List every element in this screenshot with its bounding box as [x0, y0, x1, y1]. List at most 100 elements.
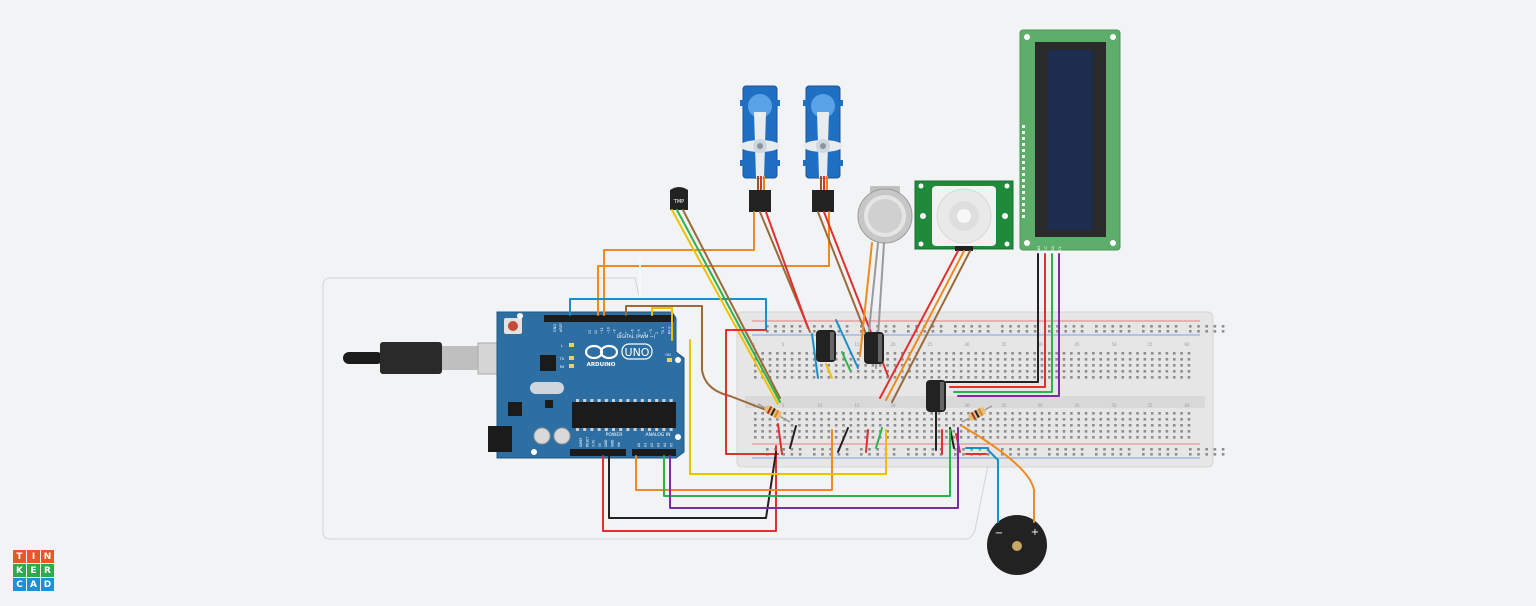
logo-letter: E: [27, 564, 40, 577]
led-label: RX: [560, 365, 565, 369]
logo-letter: A: [27, 578, 40, 591]
power-header-label: POWER: [606, 432, 623, 438]
wire-black-lcd: [945, 253, 1039, 383]
column-number-top: 35: [1001, 342, 1007, 347]
column-number-top: 1: [753, 342, 756, 347]
wire-yellow-bb: [825, 363, 833, 379]
servo-motor-1[interactable]: [740, 85, 780, 212]
wire-purple-a5: [669, 427, 959, 509]
resistor-1[interactable]: [757, 403, 791, 423]
wire-orange-buzzer: [961, 425, 1035, 523]
dc-jack: [488, 426, 512, 452]
arduino-brand-label: ARDUINO: [587, 362, 616, 368]
servo-motor-2[interactable]: [803, 85, 843, 212]
column-number-bottom: 60: [1184, 403, 1190, 408]
wire-blue-bb2: [835, 319, 859, 369]
wire-red-bb1: [777, 423, 783, 455]
capacitor-2[interactable]: [864, 332, 884, 364]
column-number-bottom: 45: [1074, 403, 1080, 408]
wire-black-gnd: [608, 451, 777, 519]
column-number-bottom: 35: [1001, 403, 1007, 408]
digital-pin-label: 4: [643, 332, 647, 334]
digital-pin-label: 7: [625, 332, 629, 334]
analog-header-label: ANALOG IN: [645, 432, 670, 438]
logo-letter: D: [41, 578, 54, 591]
lcd-screen: [1048, 50, 1093, 230]
selection-outline: [322, 277, 991, 540]
wire-brown-servo2: [817, 211, 867, 335]
power-pin-label: GND: [604, 439, 608, 447]
lcd-pin-label: SCL: [1057, 245, 1062, 253]
wire-yellow-a1: [689, 339, 887, 475]
wire-red-left: [725, 329, 779, 455]
analog-pin-label: A0: [637, 443, 641, 447]
capacitor-3[interactable]: [926, 380, 946, 412]
temperature-sensor[interactable]: TMP: [670, 187, 688, 210]
column-number-bottom: 5: [782, 403, 785, 408]
analog-pin-label: A4: [663, 443, 667, 447]
logo-letter: N: [41, 550, 54, 563]
power-pin-label: IOREF: [579, 437, 583, 447]
digital-pin-label: ~6: [631, 329, 635, 334]
column-number-bottom: 40: [1037, 403, 1043, 408]
led-label: TX: [559, 357, 565, 361]
analog-pin-label: A2: [650, 443, 654, 447]
column-number-bottom: 20: [890, 403, 896, 408]
column-number-bottom: 15: [854, 403, 860, 408]
analog-pin-label: A5: [670, 443, 674, 447]
arduino-model-label: UNO: [625, 346, 650, 359]
wire-black-bb2: [837, 427, 849, 453]
logo-letter: I: [27, 550, 40, 563]
digital-pin-label: ~11: [600, 327, 604, 334]
power-pin-label: GND: [611, 439, 615, 447]
column-number-bottom: 55: [1147, 403, 1153, 408]
gas-sensor[interactable]: [857, 186, 913, 244]
breadboard-column-numbers: 1155101015152020252530303535404045455050…: [753, 342, 1190, 408]
breadboard[interactable]: 1155101015152020252530303535404045455050…: [736, 311, 1225, 468]
digital-pin-label: 8: [619, 332, 623, 334]
column-number-top: 20: [890, 342, 896, 347]
breadboard-holes[interactable]: [754, 325, 1225, 456]
column-number-top: 45: [1074, 342, 1080, 347]
wire-black-bb1: [789, 425, 797, 449]
logo-letter: T: [13, 550, 26, 563]
digital-pin-label: ~9: [612, 329, 616, 334]
column-number-top: 15: [854, 342, 860, 347]
logo-letter: C: [13, 578, 26, 591]
buzzer-plus-label: +: [1031, 527, 1039, 538]
logo-letter: R: [41, 564, 54, 577]
digital-header-label: DIGITAL (PWM ~): [617, 334, 656, 340]
resistor-2[interactable]: [961, 405, 993, 423]
tinkercad-logo: T I N K E R C A D: [13, 550, 55, 592]
wire-green-a4: [663, 429, 951, 497]
logo-letter: K: [13, 564, 26, 577]
wire-orange-a0: [635, 429, 833, 491]
wire-yellow-tmp: [671, 209, 779, 405]
pir-motion-sensor[interactable]: [914, 180, 1014, 251]
column-number-top: 5: [782, 342, 785, 347]
column-number-bottom: 30: [964, 403, 970, 408]
digital-pin-label: ~5: [637, 329, 641, 334]
capacitor-1[interactable]: [816, 330, 836, 362]
wire-blue-bb1: [811, 333, 819, 379]
digital-pin-label: ~10: [606, 327, 610, 334]
wires[interactable]: [569, 209, 1060, 532]
column-number-top: 40: [1037, 342, 1043, 347]
usb-cable: [343, 352, 383, 364]
piezo-buzzer[interactable]: − +: [987, 515, 1047, 575]
wire-brown-top: [625, 305, 767, 411]
wire-green-lcd: [953, 253, 1053, 393]
lcd-pin-label: VCC: [1043, 246, 1048, 254]
wire-yellow-chip: [651, 307, 673, 341]
analog-pin-label: A3: [657, 443, 661, 447]
wire-brown-pir: [891, 250, 971, 403]
digital-pin-label: RX 0: [667, 327, 671, 334]
wire-orange-pir: [885, 250, 965, 401]
column-number-top: 50: [1111, 342, 1117, 347]
on-led-label: ON: [665, 353, 671, 357]
analog-pin-label: A1: [644, 443, 648, 447]
wire-red-bb2: [865, 429, 869, 453]
